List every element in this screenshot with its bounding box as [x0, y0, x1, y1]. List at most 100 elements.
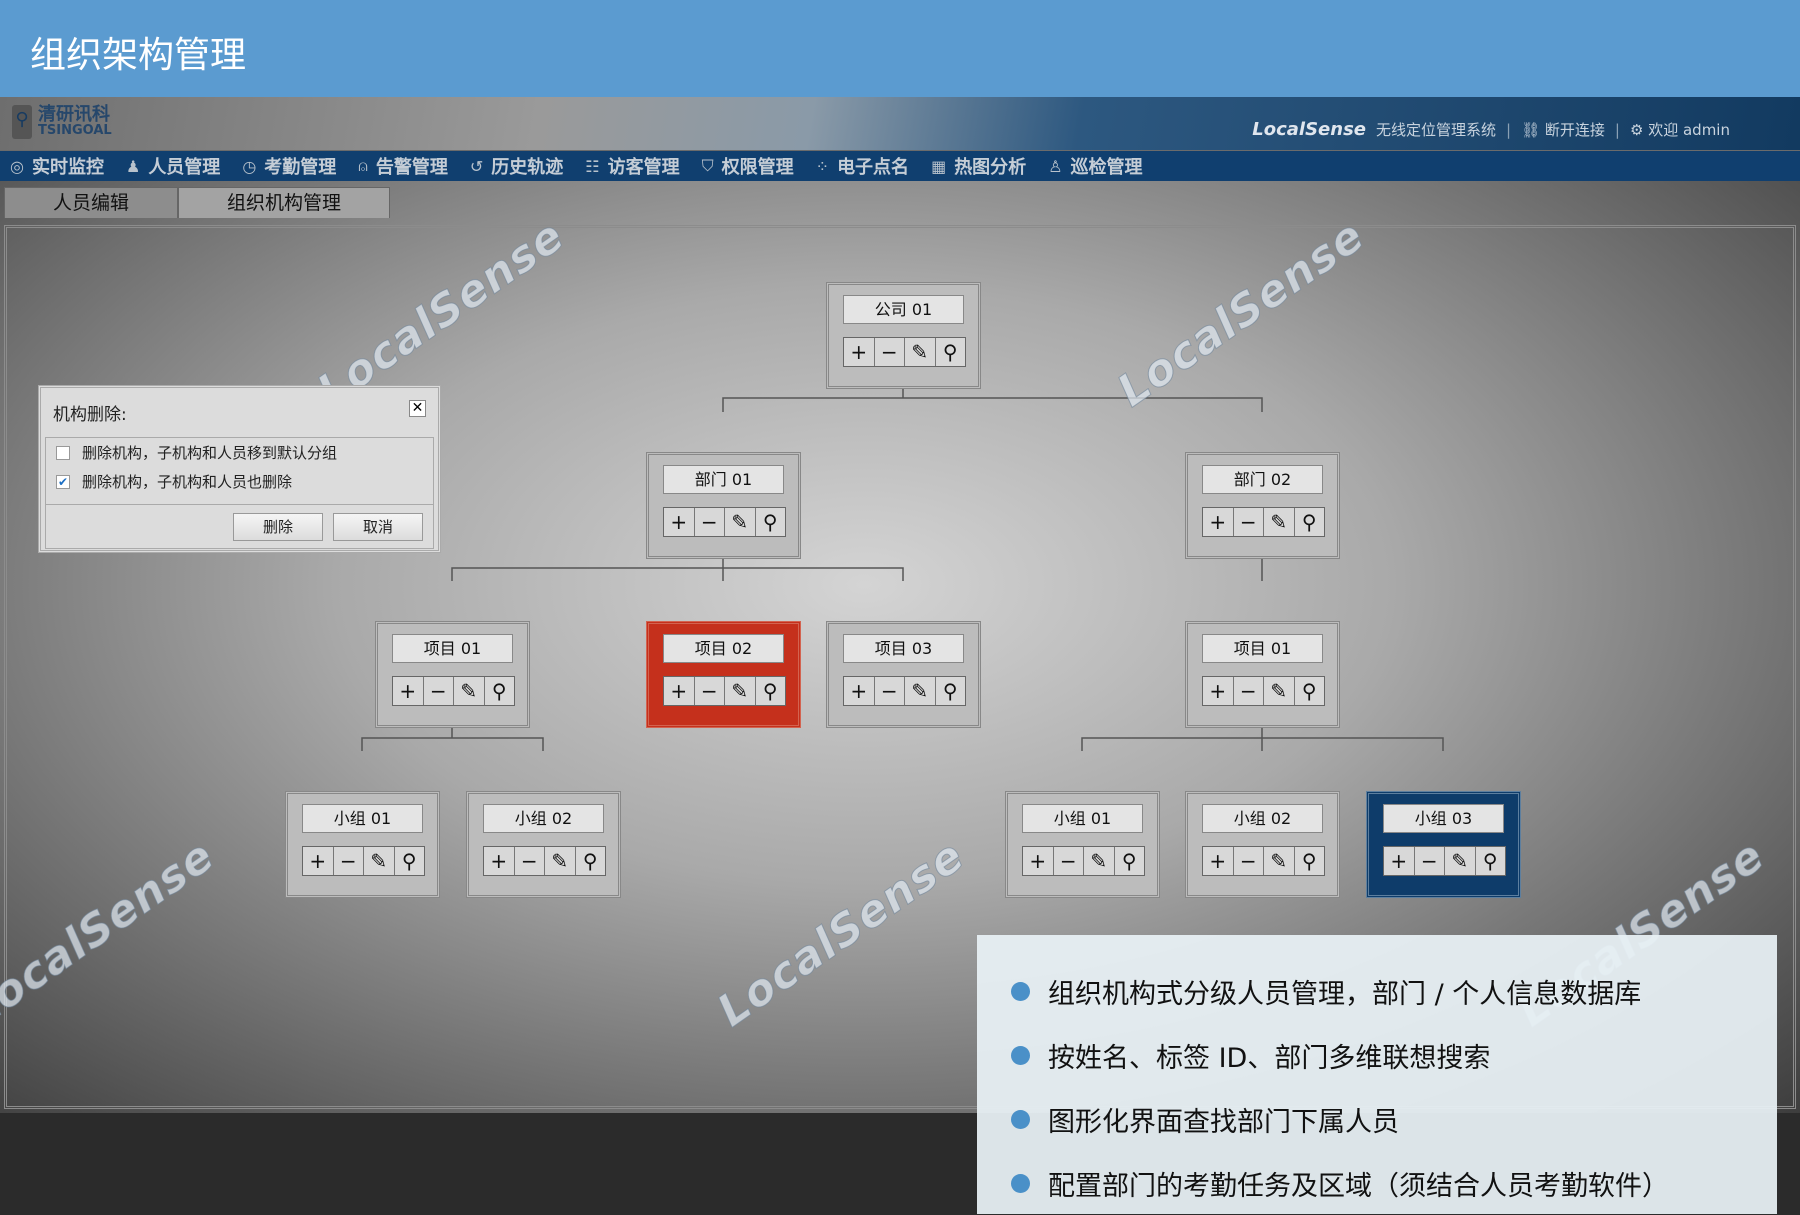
node-actions: +−✎⚲ [483, 846, 606, 876]
delete-button[interactable]: 删除 [233, 513, 323, 541]
org-node[interactable]: 项目 02 +−✎⚲ [646, 621, 801, 728]
clock-icon: ◷ [242, 156, 257, 176]
pencil-icon[interactable]: ✎ [1264, 677, 1295, 705]
person-icon[interactable]: ⚲ [1301, 510, 1317, 534]
pencil-icon[interactable]: ✎ [905, 677, 936, 705]
checkbox-unchecked[interactable] [56, 445, 70, 460]
pencil-icon[interactable]: ✎ [1445, 847, 1476, 875]
node-label[interactable]: 小组 02 [1202, 804, 1323, 833]
node-label[interactable]: 部门 02 [1202, 465, 1323, 494]
tab-person-edit[interactable]: 人员编辑 [4, 187, 179, 218]
person-icon[interactable]: ⚲ [1482, 849, 1498, 873]
plus-icon[interactable]: + [664, 508, 695, 536]
nav-item[interactable]: ♙巡检管理 [1048, 153, 1142, 179]
org-node[interactable]: 公司 01 +−✎⚲ [826, 282, 981, 389]
node-actions: +−✎⚲ [663, 507, 786, 537]
nav-item[interactable]: ☷访客管理 [585, 153, 679, 179]
pencil-icon[interactable]: ✎ [905, 338, 936, 366]
person-icon[interactable]: ⚲ [1301, 849, 1317, 873]
minus-icon[interactable]: − [695, 508, 725, 536]
person-icon[interactable]: ⚲ [942, 679, 958, 703]
node-label[interactable]: 项目 03 [843, 634, 964, 663]
minus-icon[interactable]: − [1415, 847, 1445, 875]
nav-item[interactable]: ♟人员管理 [126, 153, 220, 179]
plus-icon[interactable]: + [844, 338, 875, 366]
person-icon[interactable]: ⚲ [1121, 849, 1137, 873]
disconnect-link[interactable]: ⛓ 断开连接 [1521, 119, 1605, 140]
minus-icon[interactable]: − [424, 677, 454, 705]
option-move-to-default[interactable]: 删除机构，子机构和人员移到默认分组 [46, 438, 433, 467]
plus-icon[interactable]: + [664, 677, 695, 705]
org-node[interactable]: 项目 01 +−✎⚲ [375, 621, 530, 728]
node-label[interactable]: 小组 01 [302, 804, 423, 833]
plus-icon[interactable]: + [303, 847, 334, 875]
minus-icon[interactable]: − [875, 338, 905, 366]
nav-item[interactable]: ⛉权限管理 [702, 153, 794, 179]
tab-org-management[interactable]: 组织机构管理 [178, 187, 391, 218]
minus-icon[interactable]: − [695, 677, 725, 705]
pencil-icon[interactable]: ✎ [1264, 508, 1295, 536]
minus-icon[interactable]: − [1234, 677, 1264, 705]
minus-icon[interactable]: − [1234, 508, 1264, 536]
plus-icon[interactable]: + [1384, 847, 1415, 875]
nav-item[interactable]: ◷考勤管理 [242, 153, 336, 179]
org-node[interactable]: 小组 02 +−✎⚲ [1185, 791, 1340, 898]
nav-item[interactable]: ◎实时监控 [10, 153, 104, 179]
nav-item[interactable]: ↺历史轨迹 [470, 153, 563, 179]
pencil-icon[interactable]: ✎ [725, 508, 756, 536]
nav-item[interactable]: ▦热图分析 [931, 153, 1026, 179]
node-label[interactable]: 项目 01 [392, 634, 513, 663]
minus-icon[interactable]: − [1054, 847, 1084, 875]
node-label[interactable]: 小组 02 [483, 804, 604, 833]
person-icon[interactable]: ⚲ [942, 340, 958, 364]
org-node[interactable]: 小组 02 +−✎⚲ [466, 791, 621, 898]
minus-icon[interactable]: − [1234, 847, 1264, 875]
pencil-icon[interactable]: ✎ [545, 847, 576, 875]
plus-icon[interactable]: + [844, 677, 875, 705]
plus-icon[interactable]: + [393, 677, 424, 705]
node-label[interactable]: 项目 02 [663, 634, 784, 663]
org-node[interactable]: 小组 03 +−✎⚲ [1366, 791, 1521, 898]
node-label[interactable]: 小组 01 [1022, 804, 1143, 833]
org-node[interactable]: 项目 03 +−✎⚲ [826, 621, 981, 728]
nav-item[interactable]: ⁘电子点名 [816, 153, 909, 179]
pencil-icon[interactable]: ✎ [454, 677, 485, 705]
org-node[interactable]: 部门 01 +−✎⚲ [646, 452, 801, 559]
person-icon[interactable]: ⚲ [401, 849, 417, 873]
pencil-icon[interactable]: ✎ [364, 847, 395, 875]
feature-text: 组织机构式分级人员管理，部门 / 个人信息数据库 [1048, 978, 1642, 1010]
plus-icon[interactable]: + [1023, 847, 1054, 875]
cancel-button[interactable]: 取消 [333, 513, 423, 541]
minus-icon[interactable]: − [334, 847, 364, 875]
org-node[interactable]: 部门 02 +−✎⚲ [1185, 452, 1340, 559]
nav-item[interactable]: ⍝告警管理 [358, 153, 448, 179]
user-menu[interactable]: ⚙ 欢迎 admin [1630, 119, 1730, 140]
org-node[interactable]: 项目 01 +−✎⚲ [1185, 621, 1340, 728]
pencil-icon[interactable]: ✎ [725, 677, 756, 705]
delete-org-dialog: 机构删除: ✕ 删除机构，子机构和人员移到默认分组 ✔删除机构，子机构和人员也删… [38, 385, 441, 553]
person-icon[interactable]: ⚲ [491, 679, 507, 703]
option-delete-all[interactable]: ✔删除机构，子机构和人员也删除 [46, 467, 433, 496]
link-icon: ⛓ [1521, 121, 1541, 139]
plus-icon[interactable]: + [1203, 508, 1234, 536]
person-icon[interactable]: ⚲ [582, 849, 598, 873]
checkbox-checked[interactable]: ✔ [56, 474, 70, 489]
node-label[interactable]: 项目 01 [1202, 634, 1323, 663]
node-actions: +−✎⚲ [663, 676, 786, 706]
node-label[interactable]: 公司 01 [843, 295, 964, 324]
plus-icon[interactable]: + [1203, 677, 1234, 705]
node-label[interactable]: 部门 01 [663, 465, 784, 494]
close-icon[interactable]: ✕ [409, 400, 426, 417]
minus-icon[interactable]: − [515, 847, 545, 875]
pencil-icon[interactable]: ✎ [1084, 847, 1115, 875]
node-label[interactable]: 小组 03 [1383, 804, 1504, 833]
plus-icon[interactable]: + [484, 847, 515, 875]
person-icon[interactable]: ⚲ [762, 679, 778, 703]
org-node[interactable]: 小组 01 +−✎⚲ [1005, 791, 1160, 898]
org-node[interactable]: 小组 01 +−✎⚲ [285, 791, 440, 898]
pencil-icon[interactable]: ✎ [1264, 847, 1295, 875]
person-icon[interactable]: ⚲ [1301, 679, 1317, 703]
minus-icon[interactable]: − [875, 677, 905, 705]
plus-icon[interactable]: + [1203, 847, 1234, 875]
person-icon[interactable]: ⚲ [762, 510, 778, 534]
